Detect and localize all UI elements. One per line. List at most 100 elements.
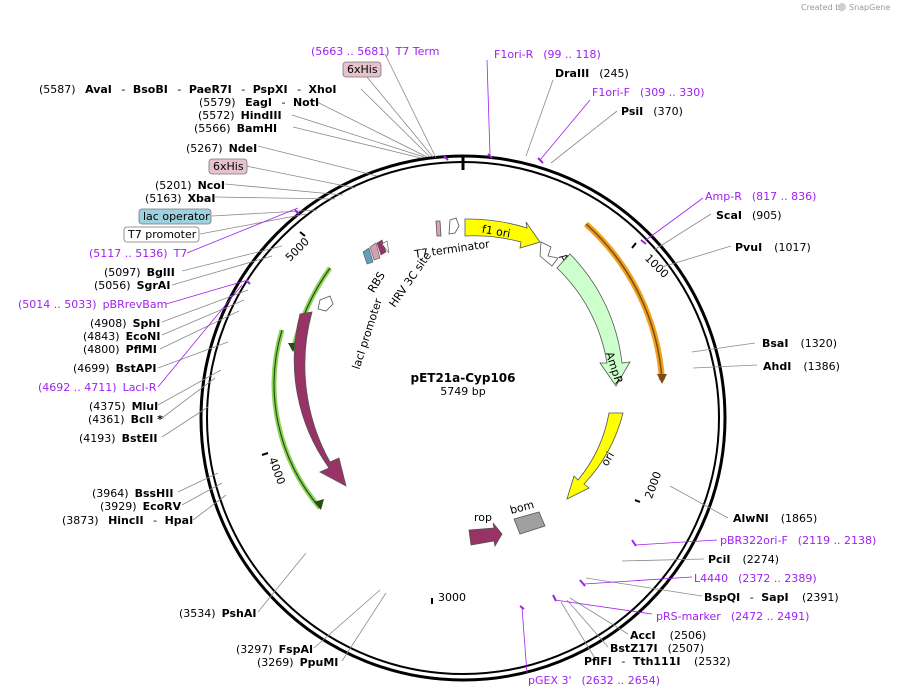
site-pvui[interactable]: PvuI(1017) — [735, 241, 811, 254]
connector-bsshii — [177, 472, 219, 493]
site-draiii[interactable]: DraIII(245) — [555, 67, 629, 80]
connector-noti — [312, 99, 428, 158]
pos: (1017) — [774, 241, 811, 254]
enzyme: PpuMI — [300, 656, 339, 669]
connector-draiii — [525, 79, 554, 157]
site-bsteii[interactable]: (4193)BstEII — [79, 432, 157, 445]
enzyme: PflMI — [126, 343, 157, 356]
primer-pbr322ori-f[interactable]: pBR322ori-F(2119 .. 2138) — [720, 534, 876, 547]
connector-pcii — [621, 558, 705, 562]
tick-label-1000: 1000 — [642, 252, 671, 281]
site-ahdi[interactable]: AhdI(1386) — [763, 360, 840, 373]
site-xbai[interactable]: (5163)XbaI — [145, 192, 215, 205]
site-bstapi[interactable]: (4699)BstAPI — [73, 362, 156, 375]
enzyme: AvaI — [85, 83, 112, 96]
site-sapi-group[interactable]: BspQI - SapI (2391) — [704, 591, 839, 604]
right-enzyme-labels: DraIII(245) PsiI(370) ScaI(905) PvuI(101… — [555, 67, 840, 668]
site-mlui[interactable]: (4375)MluI — [89, 400, 158, 413]
tick-label-3000: 3000 — [438, 591, 466, 604]
pos: (3929) — [100, 500, 137, 513]
primer-prs-marker[interactable]: pRS-marker(2472 .. 2491) — [656, 610, 809, 623]
site-psii[interactable]: PsiI(370) — [621, 105, 683, 118]
site-hindiii[interactable]: (5572)HindIII — [198, 109, 282, 122]
enzyme: PshAI — [222, 607, 257, 620]
enzyme: HpaI — [165, 514, 194, 527]
site-fspai[interactable]: (3297) FspAI — [236, 643, 313, 656]
connector-sphi — [161, 289, 249, 323]
site-noti-group[interactable]: (5579) EagI - NotI — [199, 96, 319, 109]
pos: (245) — [599, 67, 629, 80]
site-ppumi[interactable]: (3269)PpuMI — [257, 656, 338, 669]
primer-pbrrevbam[interactable]: (5014 .. 5033)pBRrevBam — [18, 298, 167, 311]
site-pshai[interactable]: (3534)PshAI — [179, 607, 256, 620]
enzyme: BsaI — [762, 337, 788, 350]
f1-ori-arrow — [464, 218, 541, 249]
site-acci[interactable]: AccI (2506) — [630, 629, 706, 642]
pos: (4375) — [89, 400, 126, 413]
connector-6xhis-top — [366, 76, 434, 158]
enzyme: PflFI — [584, 655, 612, 668]
site-xhoi-group[interactable]: (5587) AvaI - BsoBI - PaeR7I - PspXI - X… — [39, 83, 337, 96]
site-bsshii[interactable]: (3964)BssHII — [92, 487, 173, 500]
enzyme: PaeR7I — [189, 83, 232, 96]
site-bsai[interactable]: BsaI(1320) — [762, 337, 837, 350]
connector-ppumi — [341, 592, 387, 662]
site-scai[interactable]: ScaI(905) — [716, 209, 782, 222]
site-hpai-group[interactable]: (3873) HincII - HpaI — [62, 514, 193, 527]
connector-pvui — [661, 245, 732, 268]
enzyme: AlwNI — [733, 512, 769, 525]
sep: - — [153, 514, 157, 527]
sep: - — [281, 96, 285, 109]
primer-laci-r[interactable]: (4692 .. 4711)LacI-R — [38, 381, 157, 394]
primer-f1ori-r[interactable]: F1ori-R(99 .. 118) — [494, 48, 601, 61]
primer-pgex3[interactable]: pGEX 3'(2632 .. 2654) — [528, 674, 660, 687]
pos: (4800) — [83, 343, 120, 356]
primer-connector-f1ori-r — [486, 59, 491, 156]
site-bamhi[interactable]: (5566)BamHI — [194, 122, 277, 135]
primer-name: pGEX 3' — [528, 674, 572, 687]
pos: (5097) — [104, 266, 141, 279]
site-tth111i-group[interactable]: PflFI - Tth111I (2532) — [584, 655, 731, 668]
pos: (5566) — [194, 122, 231, 135]
enzyme: BclI * — [131, 413, 164, 426]
pos: (4699) — [73, 362, 110, 375]
enzyme: AhdI — [763, 360, 791, 373]
pos: (3297) — [236, 643, 273, 656]
site-ecorv[interactable]: (3929)EcoRV — [100, 500, 182, 513]
primer-f1ori-f[interactable]: F1ori-F(309 .. 330) — [592, 86, 705, 99]
primer-marks — [245, 153, 647, 610]
site-bglii[interactable]: (5097)BglII — [104, 266, 175, 279]
6xhis-top-text: 6xHis — [347, 63, 378, 76]
site-ndei[interactable]: (5267)NdeI — [186, 142, 257, 155]
site-bcli[interactable]: (4361)BclI * — [88, 413, 163, 426]
hrv-3c-site-label: HRV 3C site — [386, 249, 434, 309]
primer-mark-f1ori-r — [487, 153, 493, 159]
enzyme: EcoNI — [126, 330, 161, 343]
site-econi[interactable]: (4843)EcoNI — [83, 330, 160, 343]
enzyme: AccI — [630, 629, 656, 642]
connector-bglii — [181, 245, 283, 272]
connector-ndei — [257, 145, 378, 177]
primer-l4440[interactable]: L4440(2372 .. 2389) — [694, 572, 817, 585]
site-alwni[interactable]: AlwNI(1865) — [733, 512, 817, 525]
primer-range: (2372 .. 2389) — [738, 572, 817, 585]
enzyme: PspXI — [253, 83, 288, 96]
pos: (2506) — [670, 629, 707, 642]
site-pflmi[interactable]: (4800) PflMI — [83, 343, 157, 356]
sep: - — [177, 83, 181, 96]
enzyme: BstEII — [122, 432, 158, 445]
primer-amp-r[interactable]: Amp-R(817 .. 836) — [705, 190, 816, 203]
enzyme: FspAI — [279, 643, 314, 656]
sep: - — [121, 83, 125, 96]
site-bstz17i[interactable]: BstZ17I(2507) — [610, 642, 704, 655]
laci-primer-arc-lower-line — [273, 329, 321, 509]
site-pcii[interactable]: PciI(2274) — [708, 553, 779, 566]
site-sphi[interactable]: (4908)SphI — [90, 317, 160, 330]
laci-arrow — [293, 311, 347, 487]
enzyme: BssHII — [135, 487, 174, 500]
site-ncoi[interactable]: (5201)NcoI — [155, 179, 225, 192]
primer-range: (99 .. 118) — [543, 48, 601, 61]
primer-t7[interactable]: (5117 .. 5136)T7 — [89, 247, 187, 260]
primer-t7-term[interactable]: (5663 .. 5681)T7 Term — [311, 45, 439, 58]
site-sgrai[interactable]: (5056)SgrAI — [94, 279, 170, 292]
